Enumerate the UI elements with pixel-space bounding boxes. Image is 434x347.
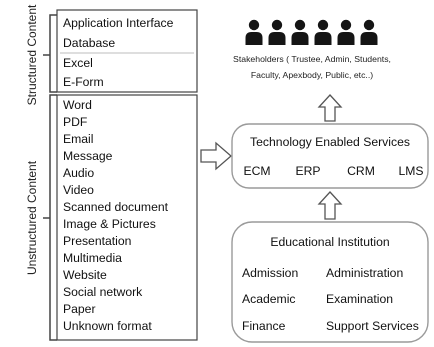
stakeholders-caption-line1: Stakeholders ( Trustee, Admin, Students, bbox=[233, 54, 391, 64]
unstructured-content-box bbox=[56, 94, 198, 341]
unstructured-item: Website bbox=[63, 268, 107, 282]
unstructured-item: Unknown format bbox=[63, 319, 152, 333]
unstructured-item: Message bbox=[63, 149, 113, 163]
person-icon bbox=[268, 19, 286, 45]
person-icon bbox=[314, 19, 332, 45]
institution-item: Academic bbox=[242, 292, 296, 306]
service-item-erp: ERP bbox=[295, 164, 320, 178]
unstructured-item: Video bbox=[63, 183, 94, 197]
service-item-lms: LMS bbox=[398, 164, 423, 178]
unstructured-item: Paper bbox=[63, 302, 96, 316]
structured-item: Excel bbox=[63, 56, 93, 70]
unstructured-item: Presentation bbox=[63, 234, 131, 248]
unstructured-item: Multimedia bbox=[63, 251, 122, 265]
person-icon bbox=[337, 19, 355, 45]
institution-box bbox=[231, 221, 429, 343]
up-arrow-icon bbox=[317, 191, 343, 220]
structured-item: E-Form bbox=[63, 75, 104, 89]
structured-item: Application Interface bbox=[63, 16, 174, 30]
tech-services-title: Technology Enabled Services bbox=[250, 135, 410, 149]
right-arrow-icon bbox=[200, 141, 232, 171]
unstructured-bracket bbox=[43, 94, 57, 341]
structured-bracket bbox=[43, 14, 57, 93]
up-arrow-icon bbox=[317, 94, 343, 122]
unstructured-content-label: Unstructured Content bbox=[25, 160, 39, 275]
structured-content-label: Structured Content bbox=[25, 4, 39, 105]
institution-item: Examination bbox=[326, 292, 393, 306]
institution-item: Support Services bbox=[326, 319, 419, 333]
unstructured-item: Word bbox=[63, 98, 92, 112]
unstructured-item: Audio bbox=[63, 166, 94, 180]
institution-item: Admission bbox=[242, 266, 298, 280]
institution-title: Educational Institution bbox=[270, 235, 389, 249]
people-group-icon bbox=[245, 19, 378, 45]
unstructured-item: Image & Pictures bbox=[63, 217, 156, 231]
unstructured-item: PDF bbox=[63, 115, 87, 129]
unstructured-item: Social network bbox=[63, 285, 143, 299]
service-item-crm: CRM bbox=[347, 164, 375, 178]
person-icon bbox=[245, 19, 263, 45]
unstructured-item: Scanned document bbox=[63, 200, 169, 214]
person-icon bbox=[360, 19, 378, 45]
institution-item: Administration bbox=[326, 266, 403, 280]
tech-services-box bbox=[231, 123, 429, 189]
person-icon bbox=[291, 19, 309, 45]
stakeholders-caption-line2: Faculty, Apexbody, Public, etc..) bbox=[251, 70, 373, 80]
unstructured-item: Email bbox=[63, 132, 93, 146]
institution-item: Finance bbox=[242, 319, 286, 333]
service-item-ecm: ECM bbox=[243, 164, 270, 178]
structured-item: Database bbox=[63, 36, 115, 50]
structured-content-box bbox=[56, 9, 198, 93]
